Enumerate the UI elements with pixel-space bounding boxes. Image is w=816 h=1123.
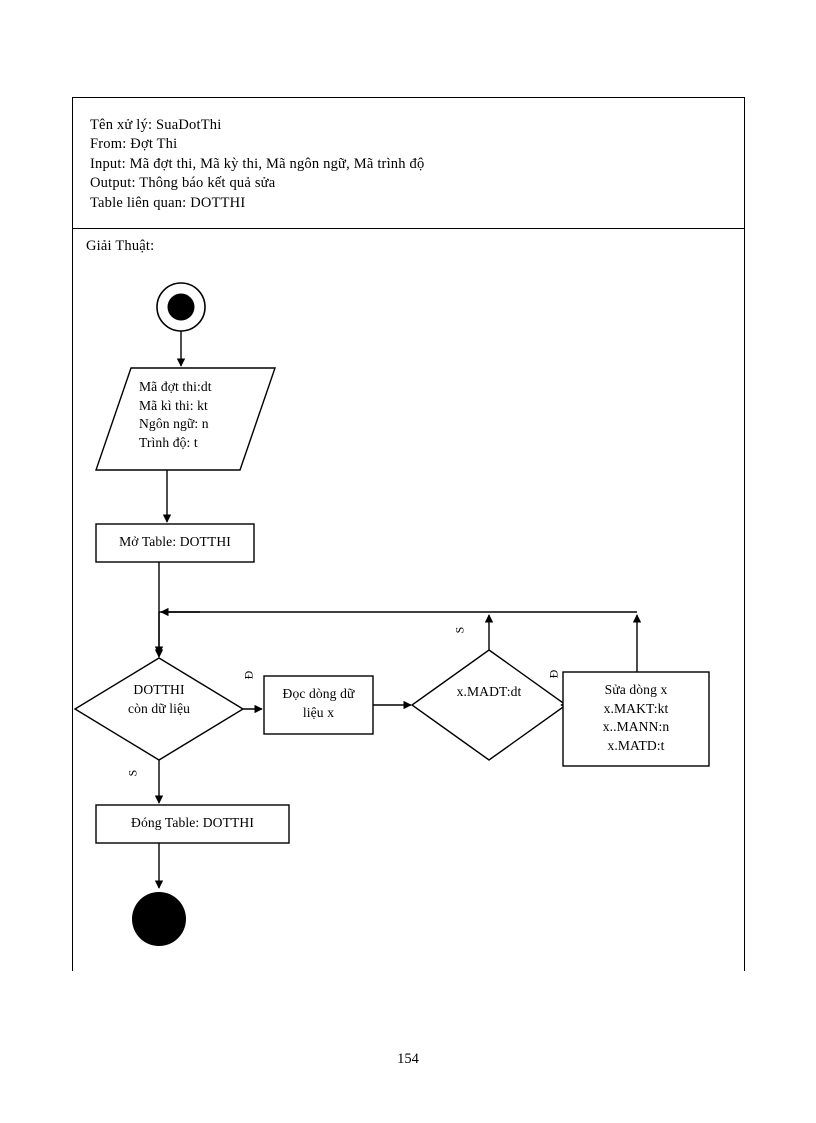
process-header: Tên xử lý: SuaDotThi From: Đợt Thi Input… — [90, 116, 730, 213]
header-line-input: Input: Mã đợt thi, Mã kỳ thi, Mã ngôn ng… — [90, 155, 425, 172]
update-row-box — [562, 671, 710, 767]
branch-label-match-true: Đ — [546, 669, 561, 679]
branch-label-loop-true: Đ — [241, 670, 256, 680]
algorithm-section-label: Giải Thuật: — [86, 238, 155, 254]
page-number: 154 — [397, 1051, 419, 1067]
frame-divider — [72, 228, 745, 229]
header-line-from: From: Đợt Thi — [90, 136, 178, 153]
start-node-inner — [167, 293, 195, 321]
open-table-box — [95, 523, 255, 563]
header-line-table: Table liên quan: DOTTHI — [90, 194, 246, 211]
header-line-name: Tên xử lý: SuaDotThi — [90, 117, 222, 133]
close-table-box — [95, 804, 290, 844]
branch-label-match-false: S — [452, 626, 467, 634]
frame-border-left — [72, 97, 73, 971]
end-node — [132, 892, 186, 946]
read-row-box — [263, 675, 374, 735]
frame-border-top — [72, 97, 745, 98]
frame-border-right — [744, 97, 745, 971]
branch-label-loop-false: S — [125, 769, 140, 777]
header-line-output: Output: Thông báo kết quả sửa — [90, 175, 276, 192]
input-parallelogram — [95, 367, 276, 471]
loop-decision-diamond — [73, 657, 245, 761]
match-decision-diamond — [410, 649, 568, 761]
